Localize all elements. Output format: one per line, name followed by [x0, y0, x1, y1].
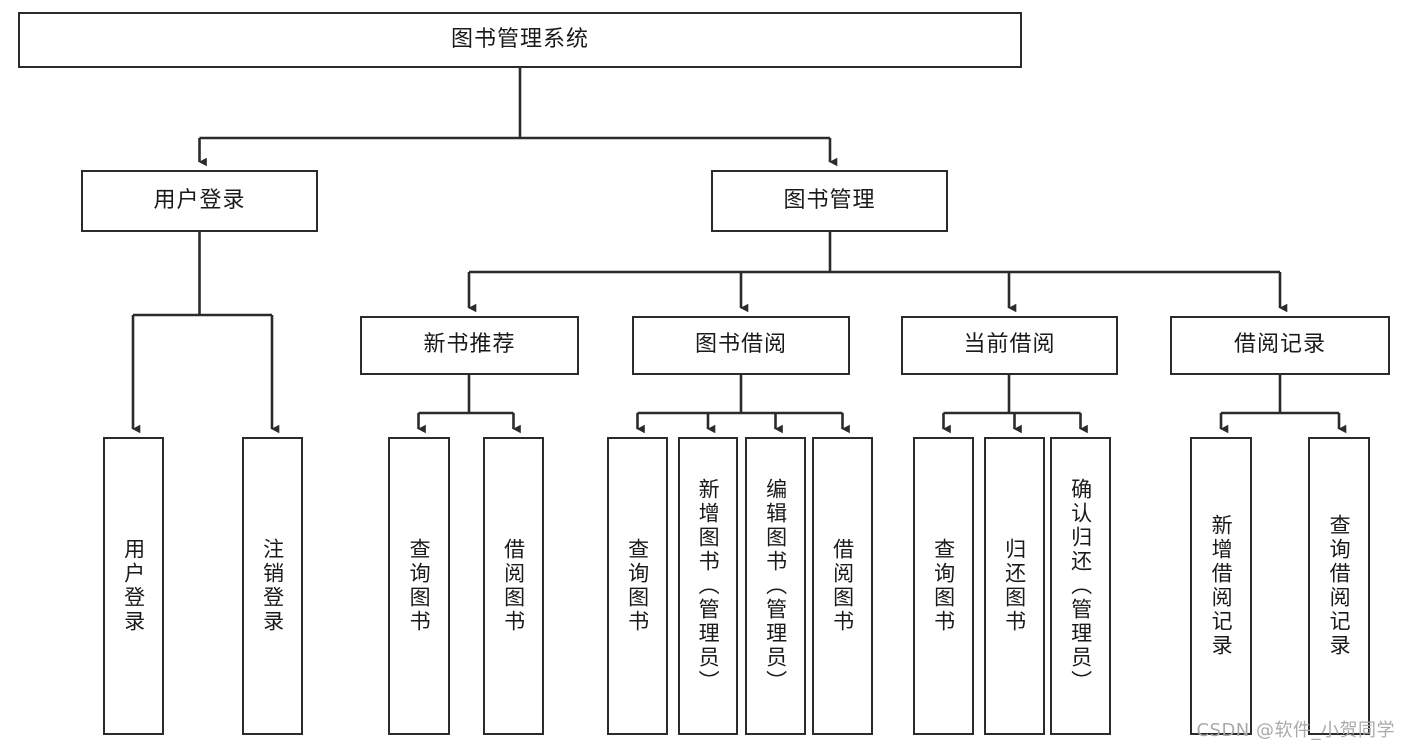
leaf-borrow-book[interactable]: 借阅图书 [812, 437, 873, 735]
edge-current-bus [943, 375, 1081, 415]
leaf-query-book-borrow[interactable]: 查询图书 [607, 437, 668, 735]
edge-userlogin-bus [133, 232, 272, 317]
leaf-return-book[interactable]: 归还图书 [984, 437, 1045, 735]
csdn-watermark: CSDN @软件_小贺同学 [1196, 720, 1395, 741]
node-borrow-record[interactable]: 借阅记录 [1170, 316, 1390, 375]
node-current-borrow[interactable]: 当前借阅 [901, 316, 1118, 375]
edge-record-bus [1221, 375, 1339, 415]
edge-bookmgmt-bus [469, 232, 1280, 274]
edge-root-bus [199, 68, 830, 140]
leaf-query-borrow-record[interactable]: 查询借阅记录 [1308, 437, 1370, 735]
node-root[interactable]: 图书管理系统 [18, 12, 1022, 68]
node-book-management[interactable]: 图书管理 [711, 170, 948, 232]
leaf-borrow-book-newbook[interactable]: 借阅图书 [483, 437, 544, 735]
leaf-query-book-current[interactable]: 查询图书 [913, 437, 974, 735]
edge-borrow-bus [637, 375, 843, 415]
leaf-confirm-return-admin[interactable]: 确认归还（管理员） [1050, 437, 1111, 735]
leaf-edit-book-admin[interactable]: 编辑图书（管理员） [745, 437, 806, 735]
leaf-logout[interactable]: 注销登录 [242, 437, 303, 735]
leaf-user-login[interactable]: 用户登录 [103, 437, 164, 735]
leaf-add-borrow-record[interactable]: 新增借阅记录 [1190, 437, 1252, 735]
leaf-query-book-newbook[interactable]: 查询图书 [388, 437, 450, 735]
leaf-add-book-admin[interactable]: 新增图书（管理员） [678, 437, 738, 735]
node-user-login[interactable]: 用户登录 [81, 170, 318, 232]
edge-newbook-bus [418, 375, 514, 415]
node-book-borrow[interactable]: 图书借阅 [632, 316, 850, 375]
node-new-book-recommend[interactable]: 新书推荐 [360, 316, 579, 375]
